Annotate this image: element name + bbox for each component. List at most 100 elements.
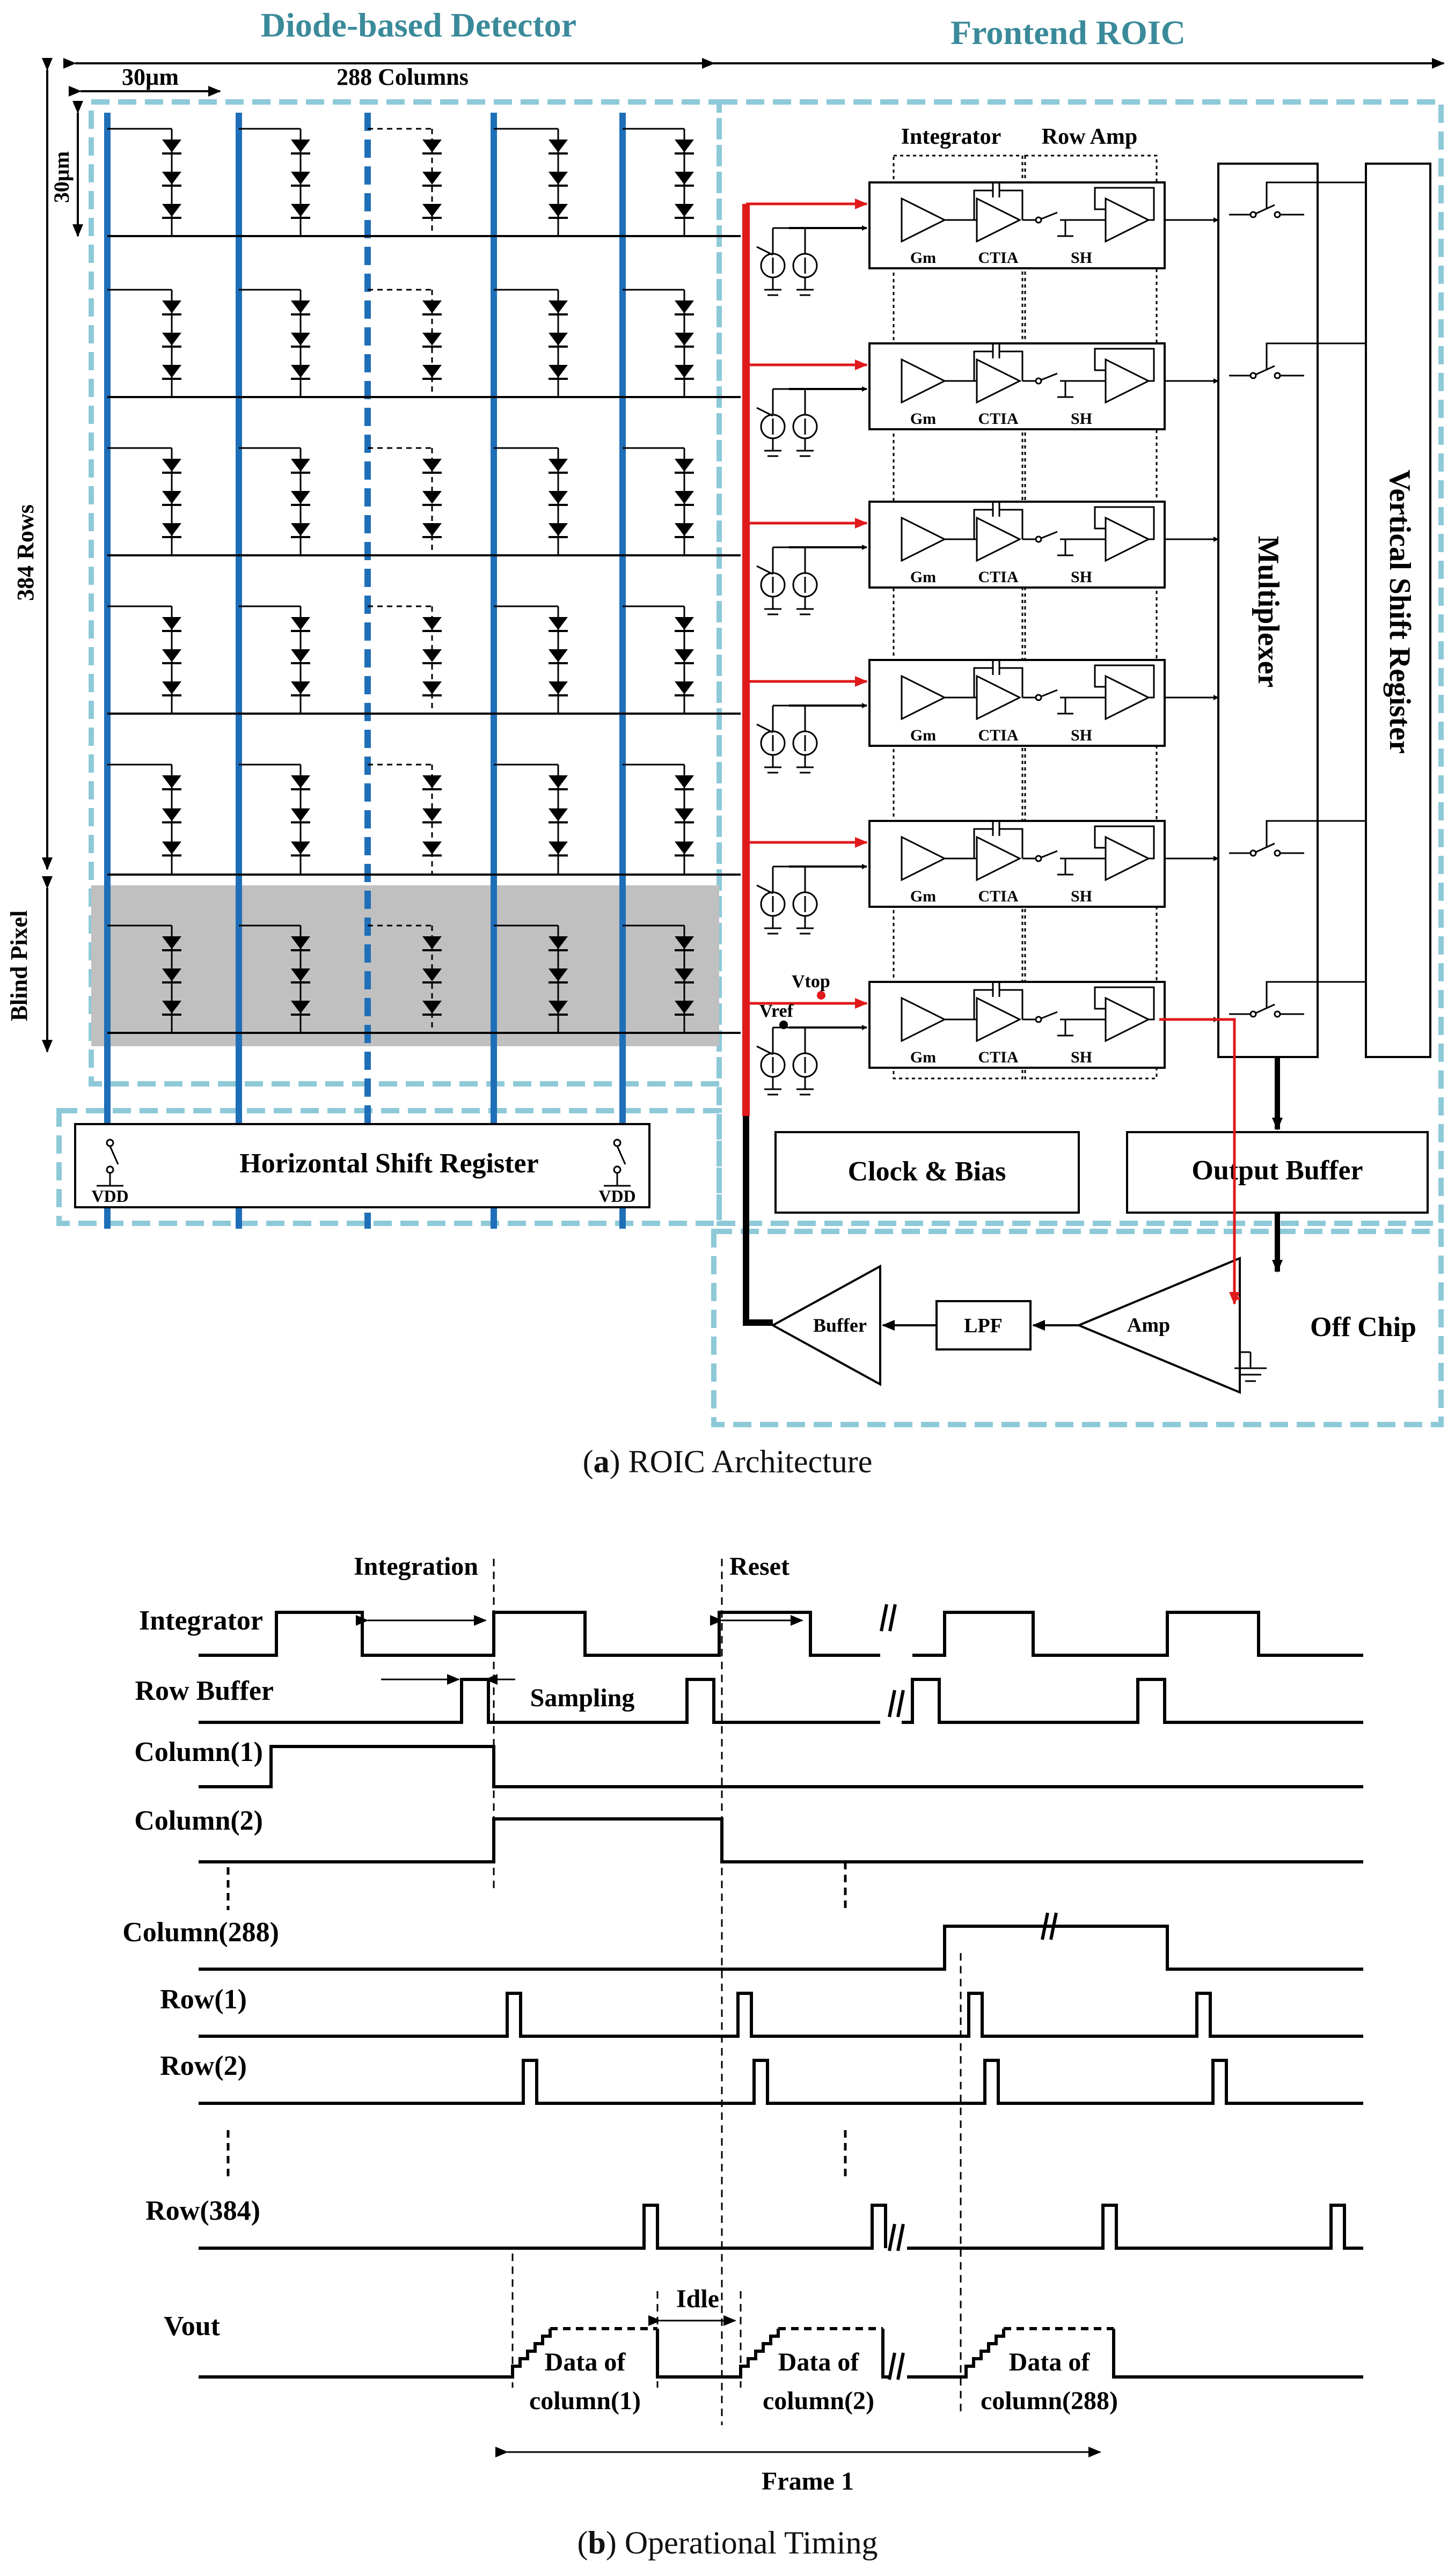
diode-symbol: [675, 1001, 694, 1014]
rowamp-triangle: [1105, 516, 1151, 562]
diode-symbol: [422, 681, 442, 694]
label-row-1: Row(1): [160, 1984, 247, 2015]
diode-symbol: [675, 140, 694, 152]
label-column-2: Column(2): [134, 1806, 263, 1836]
wave-column-1: [199, 1745, 1363, 1788]
anno-sampling: Sampling: [530, 1684, 635, 1712]
photo-arrow: [756, 246, 773, 256]
diode-symbol: [549, 365, 568, 378]
caption-a: (a) ROIC Architecture: [582, 1444, 873, 1479]
gm-triangle: [901, 835, 947, 882]
diode-symbol: [422, 617, 442, 630]
diode-symbol: [549, 617, 568, 630]
label-row-384: Row(384): [145, 2196, 260, 2226]
diode-symbol: [422, 300, 442, 313]
wave-row-buffer-2: [902, 1678, 1363, 1724]
anno-data1-b: column(1): [529, 2387, 641, 2415]
sh-label: SH: [1071, 568, 1092, 586]
wave-row-buffer: [199, 1678, 880, 1724]
hsr-box: [56, 1108, 722, 1226]
ctia-label: CTIA: [978, 249, 1018, 267]
hsr-switch-right: [604, 1139, 631, 1187]
ctia-feedback-cap: [973, 667, 1023, 698]
diode-symbol: [291, 617, 310, 630]
timing-guides: [226, 1559, 962, 2425]
photo-arrow: [756, 884, 773, 894]
gm-triangle: [901, 197, 947, 243]
diode-symbol: [422, 649, 442, 662]
amp-triangle: [1076, 1257, 1241, 1394]
diode-symbol: [422, 140, 442, 152]
diode-symbol: [675, 681, 694, 694]
vref-label: Vref: [759, 1001, 794, 1021]
break-mark: [896, 2352, 905, 2380]
diode-symbol: [162, 300, 181, 313]
photo-arrow: [756, 1045, 773, 1055]
offchip-box: [711, 1229, 1444, 1427]
ctia-label: CTIA: [978, 410, 1018, 428]
diode-symbol: [291, 968, 310, 981]
rowamp-feedback: [1094, 187, 1155, 221]
mux-switch-blade: [1255, 1003, 1275, 1014]
diode-symbol: [291, 523, 310, 536]
wave-vout-1: [199, 2329, 552, 2379]
output-buffer-label: Output Buffer: [1191, 1155, 1363, 1186]
break-mark: [896, 1690, 905, 1718]
gm-triangle: [901, 358, 947, 404]
rowamp-triangle: [1105, 996, 1151, 1043]
mux-switch-blade: [1255, 842, 1275, 853]
ctia-feedback-cap: [973, 509, 1023, 539]
diode-symbol: [422, 841, 442, 855]
label-integrator: Integrator: [139, 1605, 263, 1636]
diode-symbol: [422, 491, 442, 504]
sh-switch-node: [1035, 1016, 1042, 1023]
wave-integrator: [199, 1611, 880, 1657]
label-column-288: Column(288): [122, 1917, 279, 1948]
diode-symbol: [675, 841, 694, 855]
diode-symbol: [291, 649, 310, 662]
diode-symbol: [422, 365, 442, 378]
diode-symbol: [422, 204, 442, 217]
diode-symbol: [549, 491, 568, 504]
pitch-v-label: 30µm: [49, 151, 74, 203]
diode-symbol: [549, 140, 568, 152]
diode-symbol: [549, 204, 568, 217]
mux-switch-node: [1249, 372, 1257, 379]
diode-symbol: [675, 172, 694, 185]
wave-row-384-2: [907, 2204, 1363, 2250]
diode-symbol: [291, 172, 310, 185]
diode-symbol: [549, 841, 568, 855]
diode-symbol: [291, 333, 310, 346]
label-column-1: Column(1): [134, 1737, 263, 1767]
break-mark: [880, 1604, 888, 1632]
diode-symbol: [291, 459, 310, 472]
mux-switch-blade: [1255, 365, 1275, 376]
sh-switch-blade: [1041, 689, 1058, 698]
diode-symbol: [675, 204, 694, 217]
diode-symbol: [675, 300, 694, 313]
sh-switch-blade: [1041, 1011, 1058, 1019]
rowamp-triangle: [1105, 197, 1151, 243]
diode-symbol: [549, 333, 568, 346]
anno-integration: Integration: [354, 1552, 478, 1581]
anno-data2-a: Data of: [778, 2348, 860, 2376]
sh-switch-node: [1035, 377, 1042, 385]
diode-symbol: [162, 936, 181, 949]
gm-triangle: [901, 996, 947, 1043]
gm-label: Gm: [910, 887, 936, 905]
diode-symbol: [675, 523, 694, 536]
anno-idle: Idle: [676, 2285, 719, 2313]
anno-data288-b: column(288): [981, 2387, 1118, 2415]
mux-switch-node: [1274, 211, 1281, 218]
sh-switch-blade: [1041, 850, 1058, 858]
anno-data288-a: Data of: [1009, 2348, 1091, 2376]
diode-symbol: [422, 968, 442, 981]
rowamp-triangle: [1105, 835, 1151, 882]
break-mark: [888, 2223, 896, 2251]
sh-switch-blade: [1041, 531, 1058, 539]
multiplexer-label: Multiplexer: [1252, 535, 1285, 687]
diode-symbol: [549, 459, 568, 472]
